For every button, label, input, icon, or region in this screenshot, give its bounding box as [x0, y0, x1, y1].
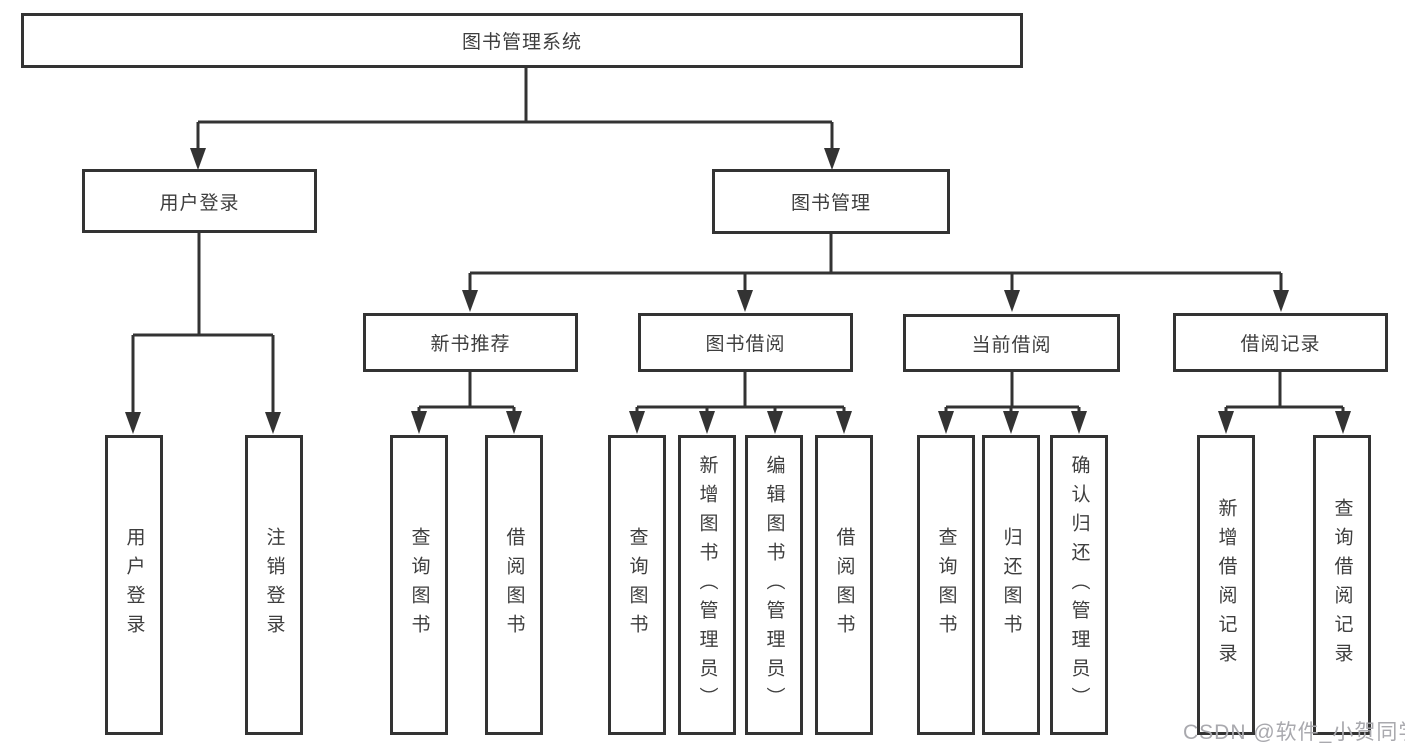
leaf-add-borrow-record: 新增借阅记录	[1197, 435, 1255, 735]
arrowhead	[836, 411, 852, 434]
node-label: 确认归还（管理员）	[1068, 454, 1090, 716]
node-label: 新增图书（管理员）	[696, 454, 718, 716]
edge-new-book-children	[411, 372, 522, 434]
leaf-borrow-books-1: 借阅图书	[485, 435, 543, 735]
leaf-query-borrow-record: 查询借阅记录	[1313, 435, 1371, 735]
arrowhead	[824, 148, 840, 170]
node-label: 注销登录	[263, 527, 285, 643]
leaf-confirm-return-admin: 确认归还（管理员）	[1050, 435, 1108, 735]
arrowhead	[1273, 290, 1289, 312]
edge-user-login-children	[125, 233, 281, 434]
node-label: 当前借阅	[971, 334, 1052, 356]
edge-current-borrow-children	[938, 372, 1087, 434]
csdn-watermark: CSDN @软件_小贺同学	[1183, 721, 1405, 744]
node-current-borrow: 当前借阅	[903, 314, 1120, 372]
node-label: 图书管理系统	[461, 32, 582, 53]
edge-book-borrow-children	[629, 372, 852, 434]
node-label: 用户登录	[159, 192, 240, 214]
arrowhead	[190, 148, 206, 170]
node-label: 查询图书	[408, 527, 430, 643]
node-user-login-module: 用户登录	[82, 169, 317, 233]
leaf-logout: 注销登录	[245, 435, 303, 735]
node-label: 查询图书	[935, 527, 957, 643]
node-label: 查询图书	[626, 527, 648, 643]
leaf-query-books-2: 查询图书	[608, 435, 666, 735]
arrowhead	[1071, 411, 1087, 434]
arrowhead	[1003, 411, 1019, 434]
arrowhead	[462, 290, 478, 312]
node-label: 借阅记录	[1240, 334, 1321, 355]
node-library-system: 图书管理系统	[21, 13, 1023, 68]
node-label: 新书推荐	[430, 334, 511, 355]
node-label: 借阅图书	[833, 527, 855, 643]
leaf-return-book: 归还图书	[982, 435, 1040, 735]
arrowhead	[629, 411, 645, 434]
node-label: 图书借阅	[705, 334, 786, 355]
arrowhead	[767, 411, 783, 434]
node-label: 图书管理	[790, 193, 871, 214]
node-label: 新增借阅记录	[1215, 498, 1237, 672]
edge-root-to-level2	[190, 68, 840, 170]
arrowhead	[125, 412, 141, 434]
arrowhead	[1335, 411, 1351, 434]
leaf-add-book-admin: 新增图书（管理员）	[678, 435, 736, 735]
node-book-management: 图书管理	[712, 169, 950, 234]
arrowhead	[506, 411, 522, 434]
node-label: 查询借阅记录	[1331, 498, 1353, 672]
leaf-user-login: 用户登录	[105, 435, 163, 735]
node-label: 借阅图书	[503, 527, 525, 643]
edge-book-mgmt-to-level3	[462, 233, 1289, 312]
arrowhead	[411, 411, 427, 434]
node-label: 用户登录	[123, 527, 145, 643]
arrowhead	[737, 290, 753, 312]
arrowhead	[265, 412, 281, 434]
arrowhead	[699, 411, 715, 434]
edge-borrow-records-children	[1218, 372, 1351, 434]
node-book-borrow: 图书借阅	[638, 313, 853, 372]
leaf-query-books-1: 查询图书	[390, 435, 448, 735]
node-label: 归还图书	[1000, 527, 1022, 643]
arrowhead	[938, 411, 954, 434]
node-new-book-recommend: 新书推荐	[363, 313, 578, 372]
leaf-borrow-books-2: 借阅图书	[815, 435, 873, 735]
leaf-query-books-3: 查询图书	[917, 435, 975, 735]
leaf-edit-book-admin: 编辑图书（管理员）	[745, 435, 803, 735]
arrowhead	[1218, 411, 1234, 434]
arrowhead	[1004, 290, 1020, 312]
node-borrow-records: 借阅记录	[1173, 313, 1388, 372]
node-label: 编辑图书（管理员）	[763, 454, 785, 716]
